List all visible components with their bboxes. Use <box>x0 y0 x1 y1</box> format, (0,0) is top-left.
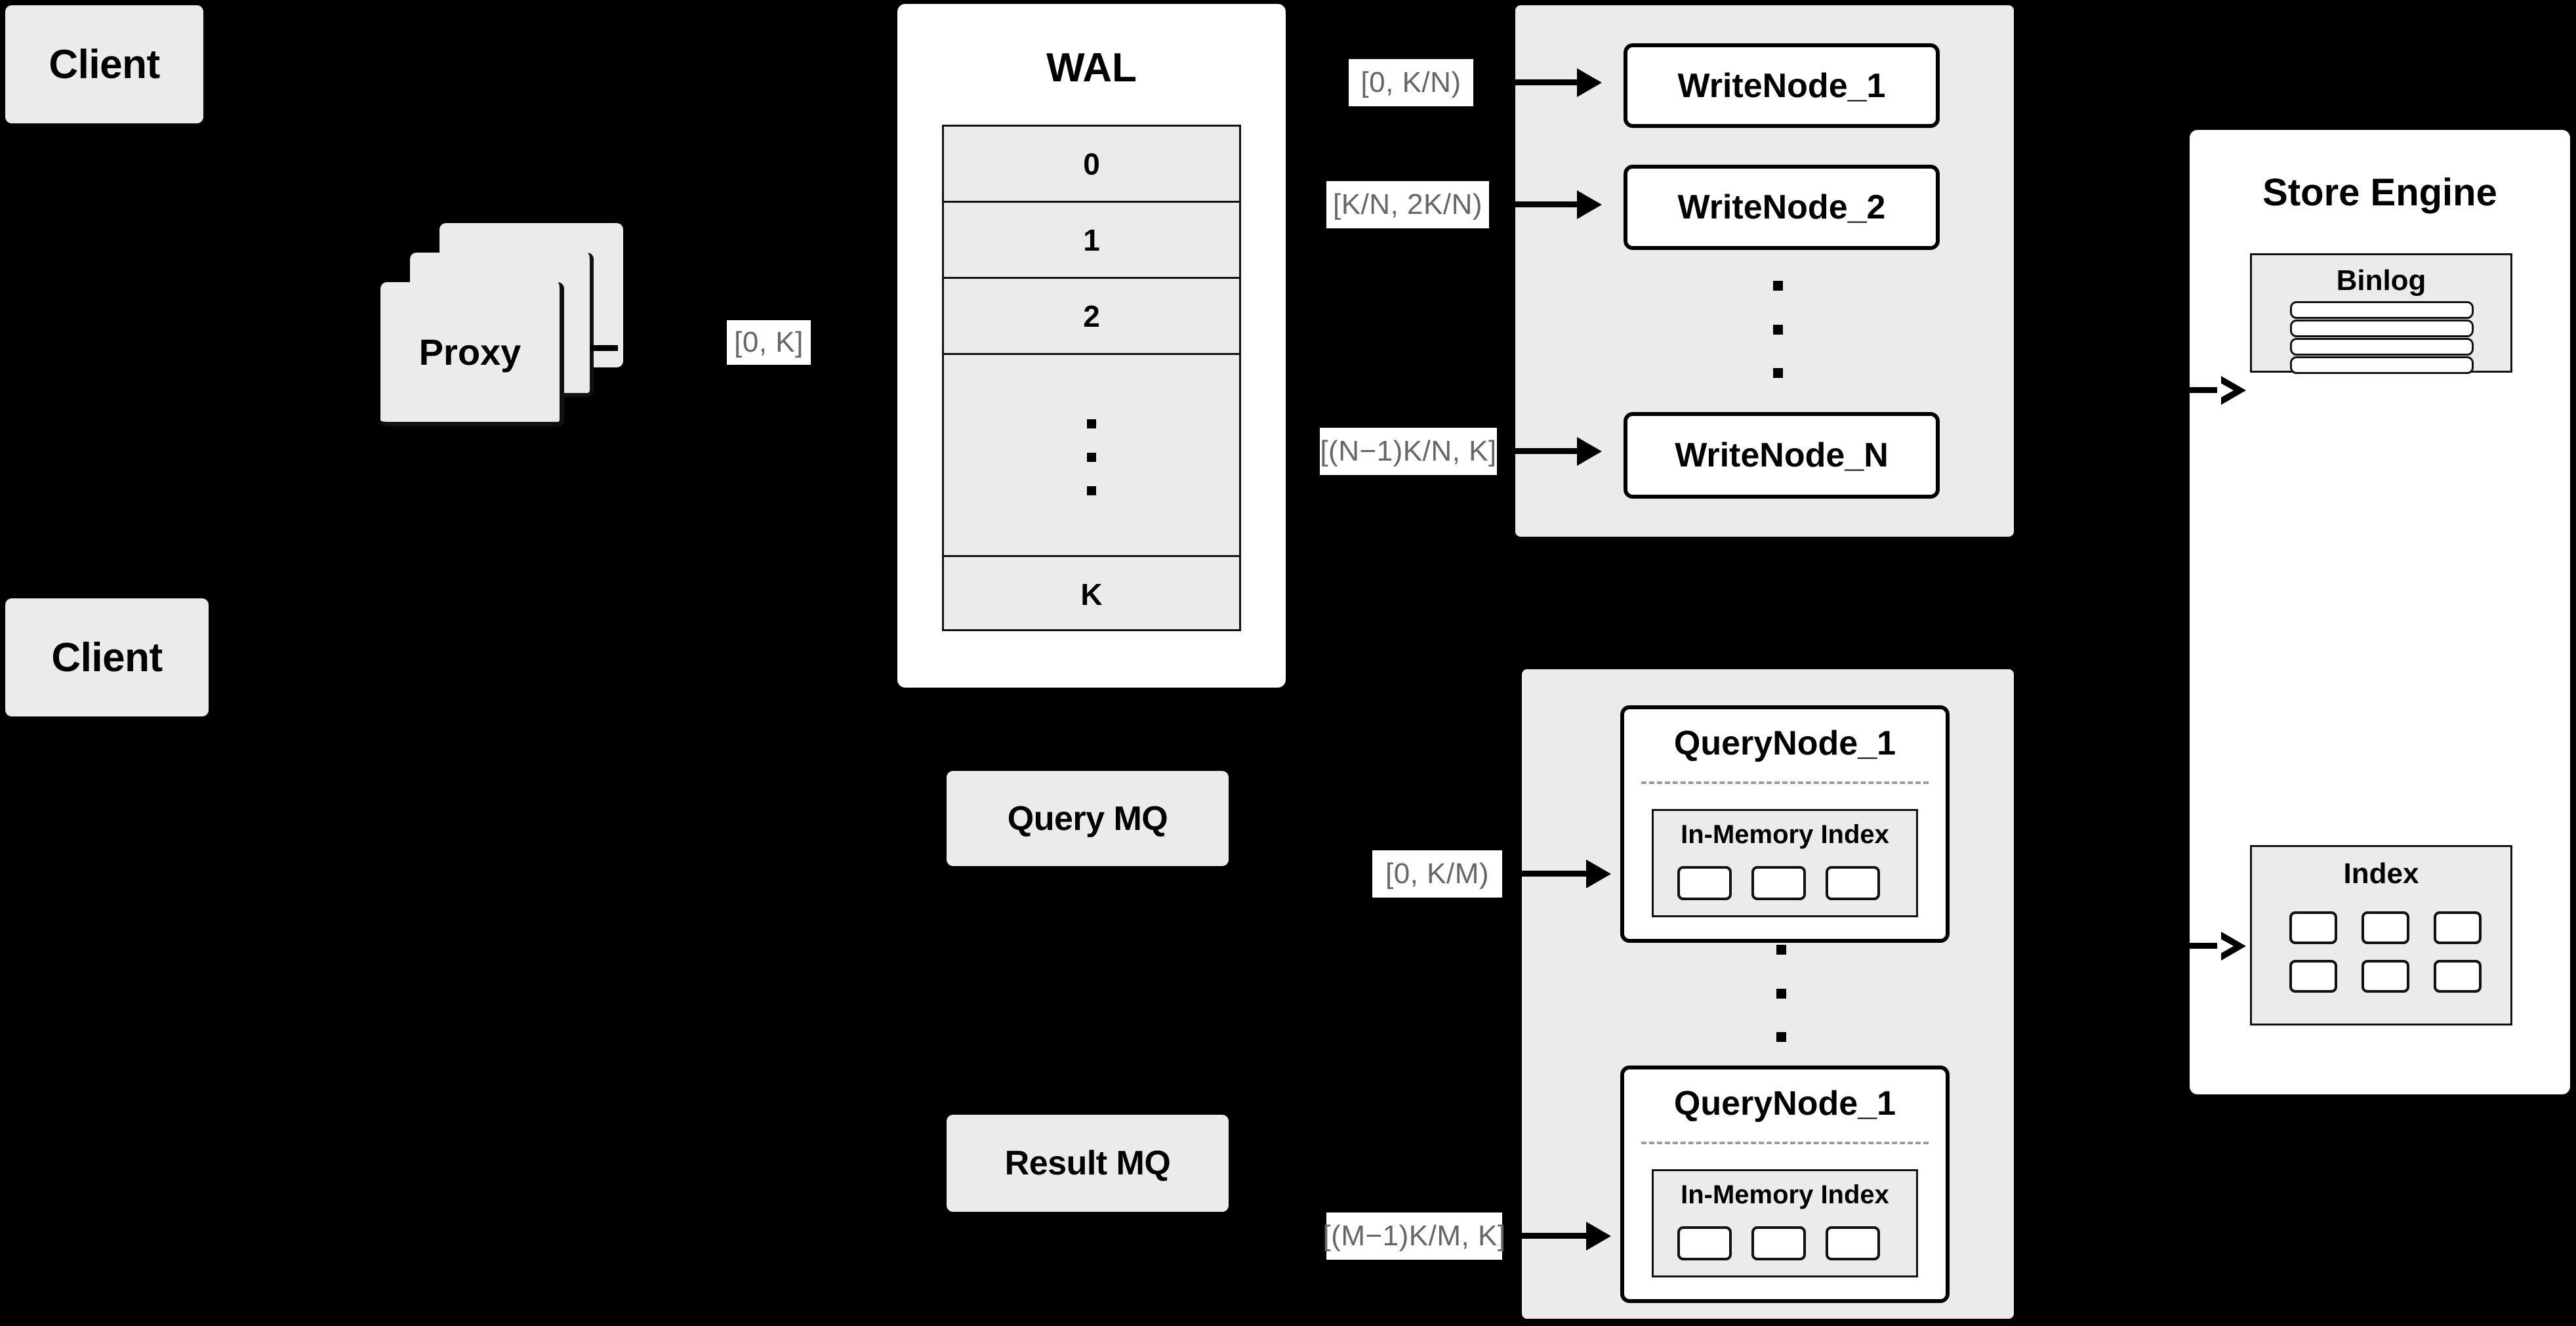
query-node-1-index-label: In-Memory Index <box>1681 820 1889 849</box>
index-cell-6[interactable] <box>2434 960 2482 993</box>
write-node-n-label: WriteNode_N <box>1675 436 1889 474</box>
index-cell-5[interactable] <box>2361 960 2409 993</box>
write-node-1-label: WriteNode_1 <box>1677 66 1886 105</box>
wal-table: 0 1 2 K <box>942 125 1241 631</box>
write-node-2-range-label: [K/N, 2K/N) <box>1326 181 1489 228</box>
index-panel: Index <box>2250 845 2512 1026</box>
write-node-1[interactable]: WriteNode_1 <box>1624 43 1940 128</box>
write-node-n-connector <box>1515 448 1578 454</box>
wal-row-0[interactable]: 0 <box>944 127 1239 203</box>
proxy-output-stub <box>590 345 618 351</box>
query-node-m-arrowhead <box>1586 1222 1611 1251</box>
store-engine-panel: Store Engine Binlog Index <box>2190 130 2570 1094</box>
wal-panel: WAL 0 1 2 K <box>897 4 1286 688</box>
wal-row-1[interactable]: 1 <box>944 203 1239 279</box>
query-node-1[interactable]: QueryNode_1 In-Memory Index <box>1620 705 1950 943</box>
index-cell-2[interactable] <box>2361 911 2409 944</box>
query-node-1-index-cell-3[interactable] <box>1826 866 1880 900</box>
query-node-1-arrowhead <box>1586 860 1611 888</box>
result-mq-box[interactable]: Result MQ <box>947 1115 1229 1212</box>
write-node-2[interactable]: WriteNode_2 <box>1624 165 1940 250</box>
index-cell-4[interactable] <box>2289 960 2337 993</box>
write-node-n[interactable]: WriteNode_N <box>1624 412 1940 499</box>
binlog-row-2[interactable] <box>2290 320 2474 337</box>
query-node-1-separator <box>1641 781 1929 784</box>
write-node-2-arrowhead <box>1577 190 1602 219</box>
proxy-stack[interactable]: Proxy <box>374 217 715 440</box>
proxy-label: Proxy <box>419 331 521 373</box>
wal-row-2[interactable]: 2 <box>944 279 1239 355</box>
index-inflow-arrowhead <box>2217 932 2246 961</box>
write-node-2-label: WriteNode_2 <box>1677 188 1886 226</box>
query-node-m-label: QueryNode_1 <box>1673 1085 1896 1123</box>
proxy-range-label: [0, K] <box>727 320 811 365</box>
result-mq-label: Result MQ <box>1004 1144 1171 1182</box>
query-node-m-separator <box>1641 1142 1929 1144</box>
query-group-ellipsis <box>1776 945 1786 1042</box>
query-node-m-index-cell-1[interactable] <box>1677 1226 1732 1260</box>
binlog-panel: Binlog <box>2250 253 2512 374</box>
write-node-1-range-label: [0, K/N) <box>1349 59 1473 106</box>
binlog-row-4[interactable] <box>2290 356 2474 374</box>
write-node-n-range-label: [(N−1)K/N, K] <box>1320 428 1497 475</box>
client-box-1[interactable]: Client <box>5 5 203 123</box>
wal-row-K[interactable]: K <box>1080 577 1103 611</box>
index-title: Index <box>2343 858 2419 890</box>
query-mq-box[interactable]: Query MQ <box>947 771 1229 866</box>
index-inflow-connector <box>2184 943 2222 949</box>
wal-row-ellipsis <box>944 355 1239 557</box>
write-node-group: WriteNode_1 WriteNode_2 WriteNode_N <box>1515 5 2014 537</box>
client-label-1: Client <box>49 41 160 87</box>
index-cell-3[interactable] <box>2434 911 2482 944</box>
query-node-1-range-label: [0, K/M) <box>1372 850 1502 898</box>
wal-title: WAL <box>1046 45 1137 91</box>
client-box-2[interactable]: Client <box>5 598 209 716</box>
wal-ellipsis-dots <box>1086 419 1097 495</box>
query-node-1-index-cell-1[interactable] <box>1677 866 1732 900</box>
query-node-m-index-panel: In-Memory Index <box>1652 1169 1918 1277</box>
query-node-1-connector <box>1522 871 1587 877</box>
query-node-1-index-panel: In-Memory Index <box>1652 809 1918 917</box>
write-group-ellipsis <box>1772 281 1783 378</box>
binlog-inflow-arrowhead <box>2217 376 2246 405</box>
query-node-m-connector <box>1522 1233 1587 1239</box>
query-mq-label: Query MQ <box>1007 799 1168 838</box>
binlog-row-3[interactable] <box>2290 338 2474 356</box>
query-node-m[interactable]: QueryNode_1 In-Memory Index <box>1620 1066 1950 1303</box>
query-node-m-index-cell-3[interactable] <box>1826 1226 1880 1260</box>
query-node-m-range-label: [(M−1)K/M, K] <box>1322 1212 1505 1260</box>
query-node-m-index-label: In-Memory Index <box>1681 1180 1889 1209</box>
binlog-title: Binlog <box>2336 264 2426 297</box>
write-node-1-connector <box>1515 79 1578 85</box>
binlog-row-1[interactable] <box>2290 301 2474 319</box>
query-node-group: QueryNode_1 In-Memory Index QueryNode_1 … <box>1522 669 2014 1319</box>
query-node-1-index-cell-2[interactable] <box>1751 866 1806 900</box>
write-node-2-connector <box>1515 201 1578 207</box>
store-engine-title: Store Engine <box>2262 171 2497 214</box>
write-node-n-arrowhead <box>1577 437 1602 466</box>
client-label-2: Client <box>51 634 163 680</box>
binlog-inflow-connector <box>2184 387 2222 393</box>
proxy-card-front[interactable]: Proxy <box>380 282 564 426</box>
query-node-m-index-cell-2[interactable] <box>1751 1226 1806 1260</box>
write-node-1-arrowhead <box>1577 68 1602 97</box>
index-cell-1[interactable] <box>2289 911 2337 944</box>
query-node-1-label: QueryNode_1 <box>1673 724 1896 762</box>
